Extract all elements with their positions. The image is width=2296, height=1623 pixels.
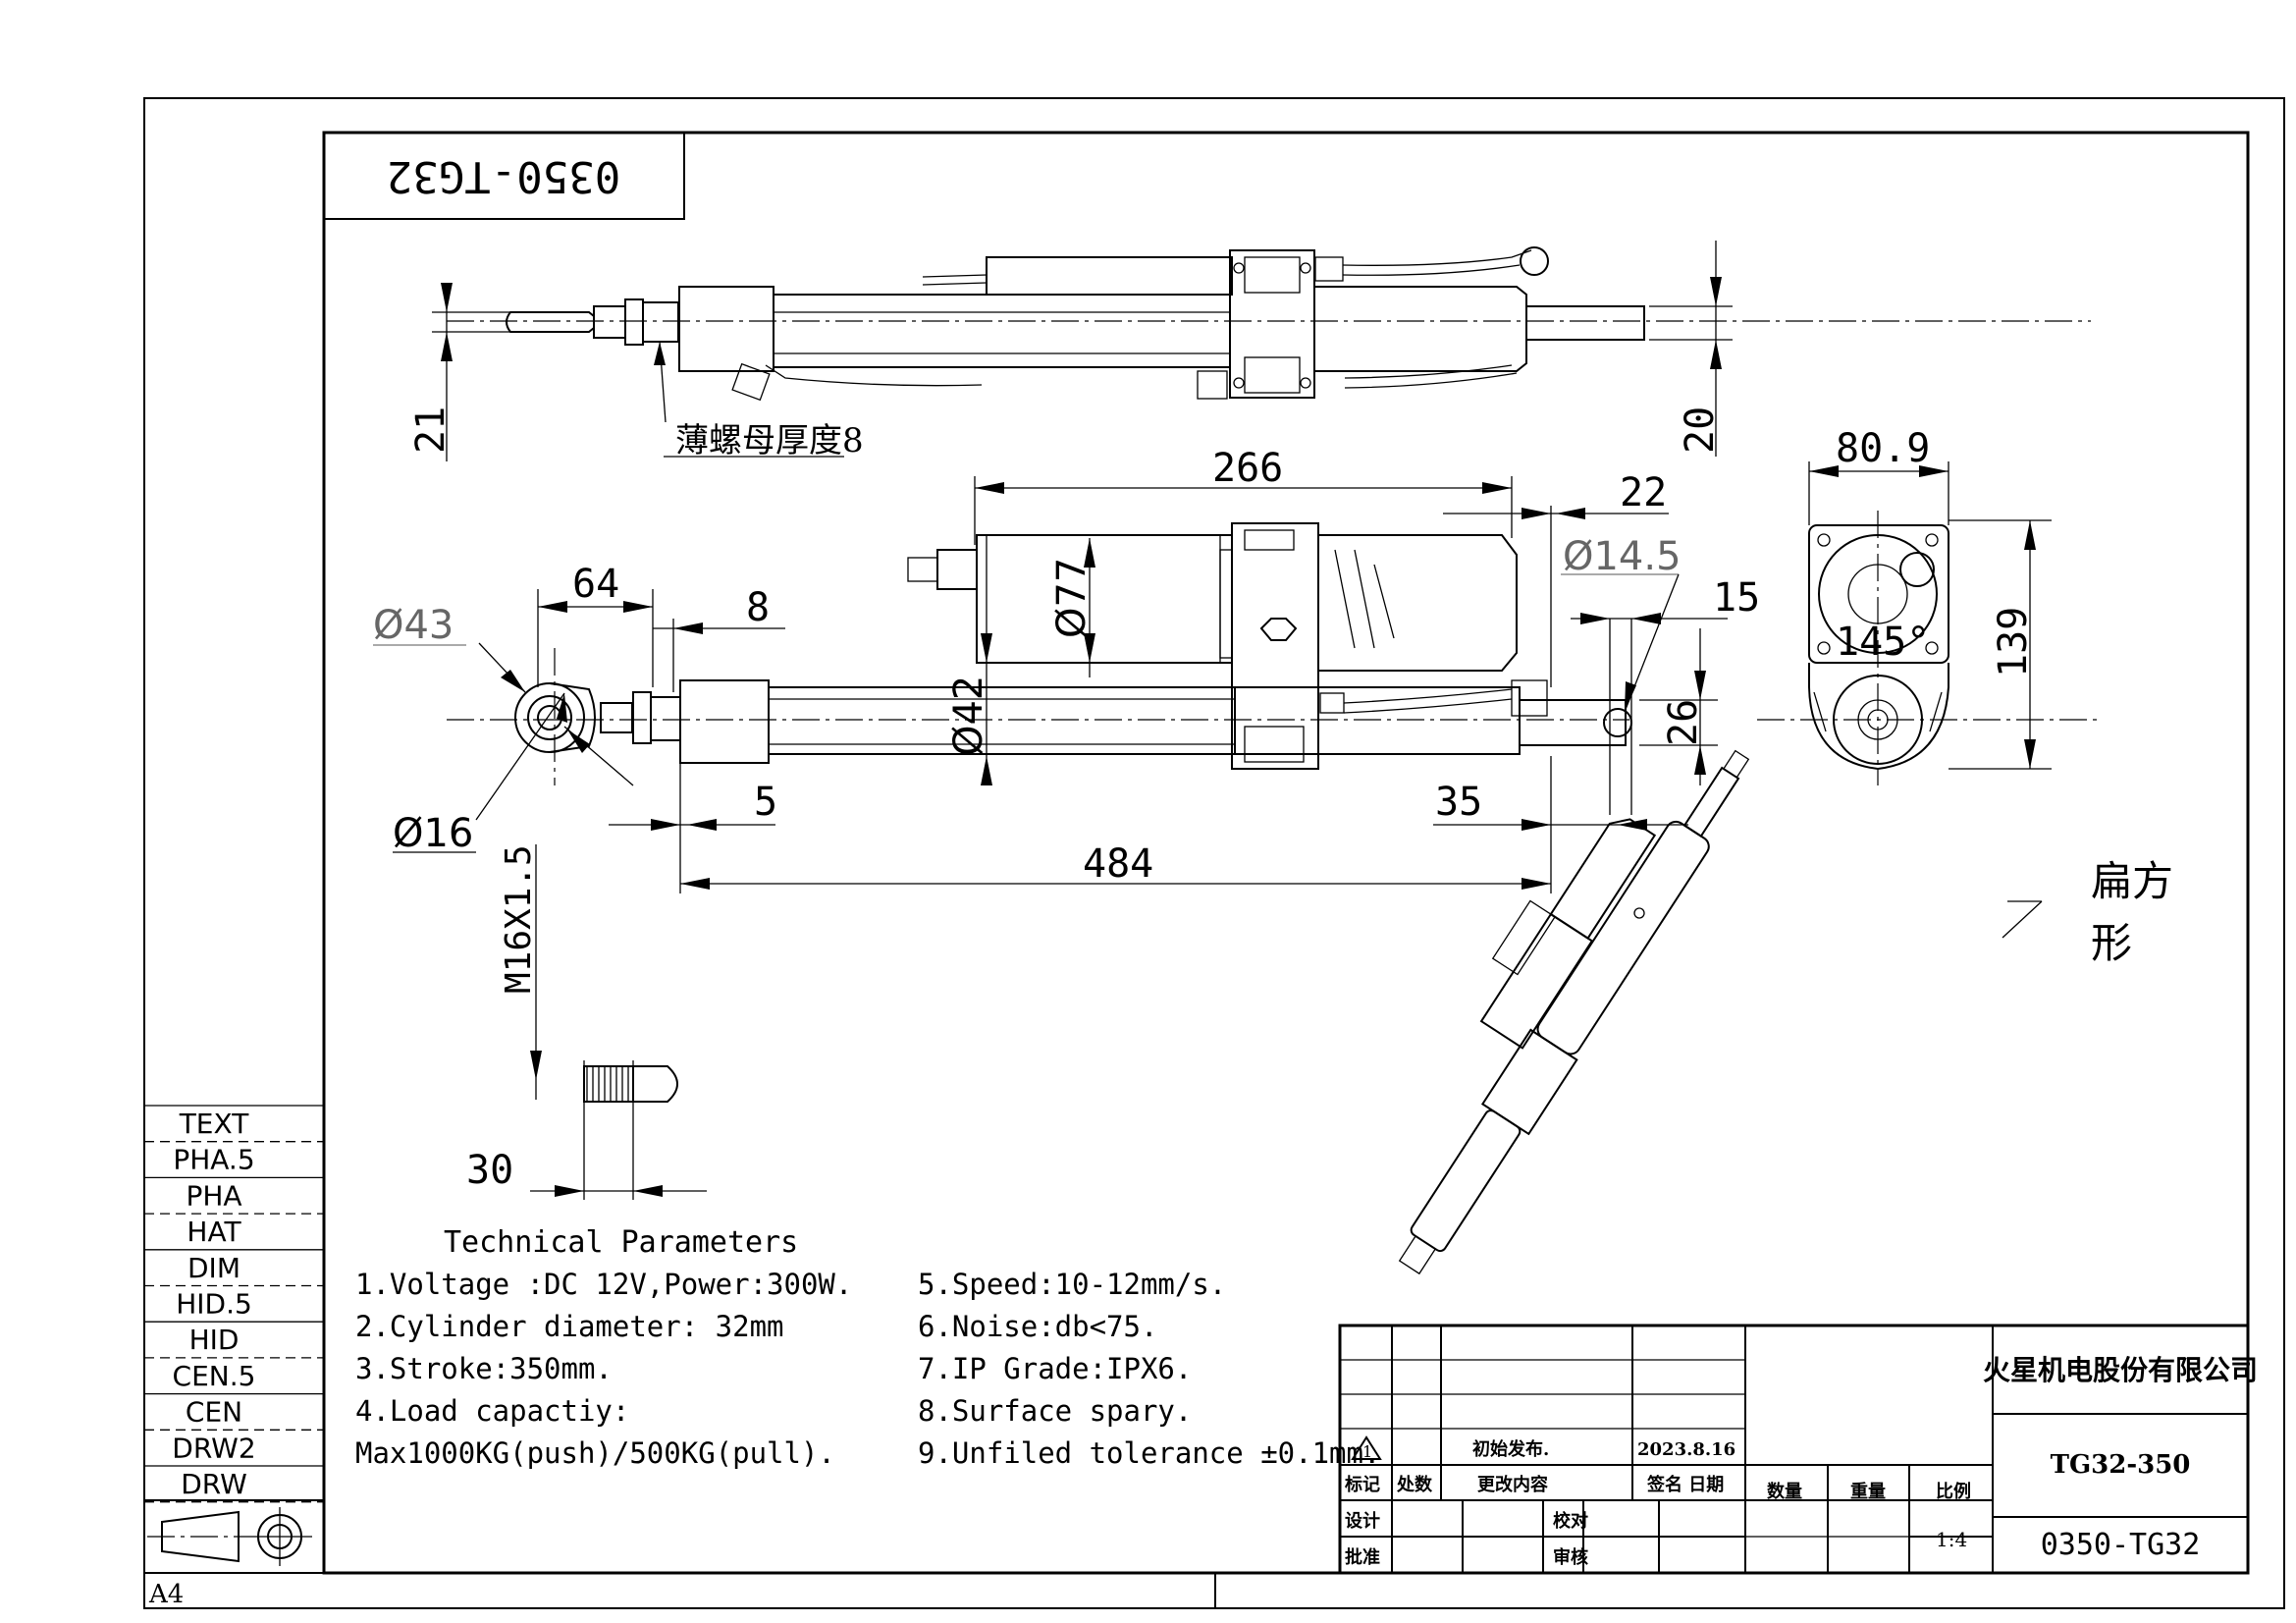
isometric-view: [1398, 749, 1750, 1275]
title-block: 1 标记 处数 更改内容 签名 日期 数量 重量 比例 设计 校对 批准 审核 …: [1338, 1324, 2258, 1575]
layer-legend-item: PHA: [186, 1179, 241, 1212]
layer-legend-item: CEN.5: [173, 1360, 256, 1392]
tech-param-line: 5.Speed:10-12mm/s.: [918, 1268, 1226, 1301]
side-view: 21 20 薄螺母厚度8: [408, 241, 2091, 461]
hdr-mark: 标记: [1344, 1474, 1380, 1495]
hdr-check: 校对: [1553, 1510, 1588, 1532]
nut-note: 薄螺母厚度8: [675, 421, 864, 460]
layer-legend-item: DIM: [187, 1252, 240, 1284]
hdr-scale: 比例: [1936, 1481, 1971, 1502]
hdr-qty: 数量: [1767, 1481, 1802, 1502]
scale-value: 1:4: [1936, 1528, 1967, 1551]
hdr-approve: 批准: [1345, 1546, 1380, 1568]
tech-param-line: 8.Surface spary.: [918, 1394, 1192, 1428]
dim-phi77: Ø77: [1049, 558, 1095, 638]
dim-64: 64: [572, 562, 619, 607]
dim-angle-145: 145°: [1836, 620, 1930, 665]
drawing-number: 0350-TG32: [2041, 1528, 2201, 1562]
hdr-design: 设计: [1345, 1510, 1380, 1532]
dim-30: 30: [466, 1148, 513, 1193]
tech-param-line: 3.Stroke:350mm.: [355, 1352, 613, 1385]
layer-legend-item: HAT: [187, 1216, 241, 1248]
layer-legend-item: TEXT: [179, 1108, 249, 1140]
dim-15: 15: [1713, 575, 1760, 621]
tech-param-line: 2.Cylinder diameter: 32mm: [355, 1310, 784, 1343]
tech-param-line: 4.Load capactiy:: [355, 1394, 629, 1428]
dim-35: 35: [1435, 780, 1482, 825]
dim-266: 266: [1212, 446, 1283, 491]
dim-phi16: Ø16: [393, 811, 473, 856]
drawing-number-rotated: 0350-TG32: [387, 151, 620, 201]
tech-param-line: 6.Noise:db<75.: [918, 1310, 1157, 1343]
thread-spec: M16X1.5: [499, 844, 539, 994]
dim-phi42: Ø42: [946, 676, 991, 756]
tech-param-line: 7.IP Grade:IPX6.: [918, 1352, 1192, 1385]
iso-note: 扁方 形: [2002, 857, 2173, 967]
dim-8: 8: [746, 585, 770, 630]
model-name: TG32-350: [2051, 1450, 2191, 1480]
dim-484: 484: [1083, 841, 1153, 887]
rev-note: 初始发布.: [1472, 1438, 1549, 1460]
dim-20: 20: [1678, 406, 1723, 454]
sheet-border: A4: [143, 97, 2285, 1609]
tech-param-line: 1.Voltage :DC 12V,Power:300W.: [355, 1268, 852, 1301]
dim-22: 22: [1620, 470, 1667, 515]
hdr-content: 更改内容: [1477, 1474, 1548, 1495]
dim-5: 5: [754, 780, 777, 825]
tech-params-left-list: 1.Voltage :DC 12V,Power:300W. 2.Cylinder …: [355, 1268, 852, 1470]
rev-date: 2023.8.16: [1637, 1439, 1735, 1460]
dim-phi43: Ø43: [373, 603, 454, 648]
tech-params-title: Technical Parameters: [444, 1225, 798, 1260]
dim-139: 139: [1991, 607, 2036, 677]
end-view: 80.9 139 145°: [1757, 426, 2101, 785]
tech-param-line: Max1000KG(push)/500KG(pull).: [355, 1436, 835, 1470]
rev-mark: 1: [1362, 1442, 1372, 1461]
dim-phi14.5: Ø14.5: [1563, 534, 1682, 579]
layer-legend-item: HID: [189, 1324, 240, 1356]
company-name: 火星机电股份有限公司: [1983, 1354, 2258, 1386]
hdr-count: 处数: [1396, 1474, 1433, 1495]
hdr-sign-date: 签名 日期: [1646, 1474, 1724, 1495]
hdr-weight: 重量: [1850, 1481, 1886, 1502]
iso-note-line1: 扁方: [2091, 857, 2173, 905]
hdr-review: 审核: [1553, 1546, 1588, 1568]
dim-80.9: 80.9: [1836, 426, 1930, 471]
projection-symbol: [143, 1499, 325, 1574]
layer-legend-item: DRW2: [172, 1432, 255, 1464]
layer-legend-item: CEN: [186, 1396, 242, 1429]
technical-parameters: Technical Parameters 1.Voltage :DC 12V,P…: [355, 1225, 1380, 1470]
dim-21: 21: [408, 406, 454, 454]
layer-legend-item: PHA.5: [173, 1144, 254, 1176]
front-view: 266 22 Ø14.5 15 26 64: [373, 446, 1760, 1200]
layer-legend-item: DRW: [181, 1468, 247, 1500]
drawing-number-box: 0350-TG32: [324, 133, 685, 220]
tech-param-line: 9.Unfiled tolerance ±0.1mm.: [918, 1436, 1380, 1470]
layer-legend-item: HID.5: [176, 1288, 252, 1321]
sheet-size-label: A4: [148, 1580, 184, 1609]
iso-note-line2: 形: [2091, 919, 2132, 967]
tech-params-right-list: 5.Speed:10-12mm/s. 6.Noise:db<75. 7.IP Gra…: [918, 1268, 1380, 1470]
dim-26: 26: [1661, 699, 1706, 746]
